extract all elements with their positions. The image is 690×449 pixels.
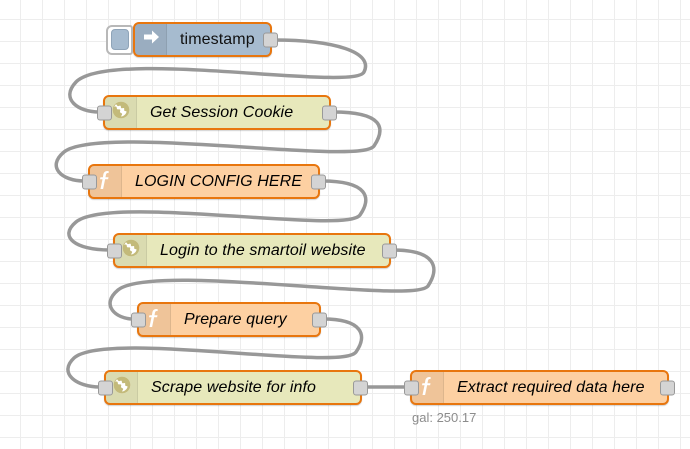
- node-output-port[interactable]: [660, 380, 675, 395]
- node-input-port[interactable]: [97, 105, 112, 120]
- node-label: Prepare query: [184, 310, 287, 328]
- node-label: Scrape website for info: [151, 378, 317, 396]
- node-http-scrape-website[interactable]: Scrape website for info: [98, 370, 368, 405]
- globe-icon: [111, 100, 131, 125]
- node-label: LOGIN CONFIG HERE: [135, 172, 303, 190]
- globe-icon: [112, 375, 132, 400]
- node-output-port[interactable]: [311, 174, 326, 189]
- node-output-port[interactable]: [312, 312, 327, 327]
- function-icon: [97, 169, 115, 195]
- node-icon-container: [412, 372, 444, 403]
- arrow-right-icon: [141, 27, 161, 52]
- node-function-prepare-query[interactable]: Prepare query: [131, 302, 327, 337]
- node-label: timestamp: [180, 30, 255, 48]
- node-inject-timestamp[interactable]: timestamp: [106, 22, 278, 57]
- node-input-port[interactable]: [131, 312, 146, 327]
- node-label: Login to the smartoil website: [160, 241, 366, 259]
- node-status-text: gal: 250.17: [412, 410, 477, 425]
- node-output-port[interactable]: [263, 32, 278, 47]
- inject-trigger-knob: [110, 29, 129, 50]
- inject-trigger-button[interactable]: [106, 24, 133, 55]
- globe-icon: [121, 238, 141, 263]
- node-output-port[interactable]: [382, 243, 397, 258]
- node-input-port[interactable]: [404, 380, 419, 395]
- node-input-port[interactable]: [107, 243, 122, 258]
- node-function-login-config[interactable]: LOGIN CONFIG HERE: [82, 164, 326, 199]
- node-input-port[interactable]: [82, 174, 97, 189]
- function-icon: [146, 307, 164, 333]
- node-input-port[interactable]: [98, 380, 113, 395]
- function-icon: [419, 375, 437, 401]
- node-label: Extract required data here: [457, 378, 645, 396]
- node-function-extract-data[interactable]: Extract required data here: [404, 370, 675, 405]
- node-output-port[interactable]: [322, 105, 337, 120]
- node-label: Get Session Cookie: [150, 103, 294, 121]
- node-output-port[interactable]: [353, 380, 368, 395]
- node-icon-container: [135, 24, 167, 55]
- node-icon-container: [106, 372, 138, 403]
- node-http-login-smartoil[interactable]: Login to the smartoil website: [107, 233, 397, 268]
- node-http-get-session-cookie[interactable]: Get Session Cookie: [97, 95, 337, 130]
